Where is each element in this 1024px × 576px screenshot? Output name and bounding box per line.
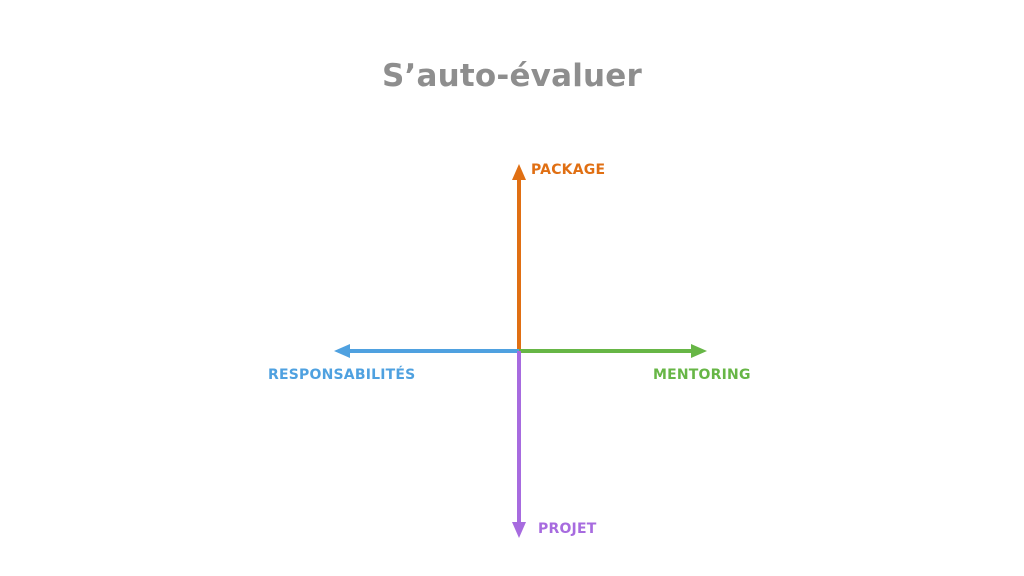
axis-label-mentoring: MENTORING — [653, 367, 751, 383]
axis-right-arrow — [519, 344, 707, 358]
axis-label-projet: PROJET — [538, 521, 597, 537]
slide-title: S’auto-évaluer — [381, 58, 643, 94]
axis-left-arrow — [334, 344, 519, 358]
axis-down-arrow — [512, 351, 526, 538]
axis-label-responsabilites: RESPONSABILITÉS — [268, 367, 416, 383]
axis-label-package: PACKAGE — [531, 162, 606, 178]
axis-up-arrow — [512, 164, 526, 351]
